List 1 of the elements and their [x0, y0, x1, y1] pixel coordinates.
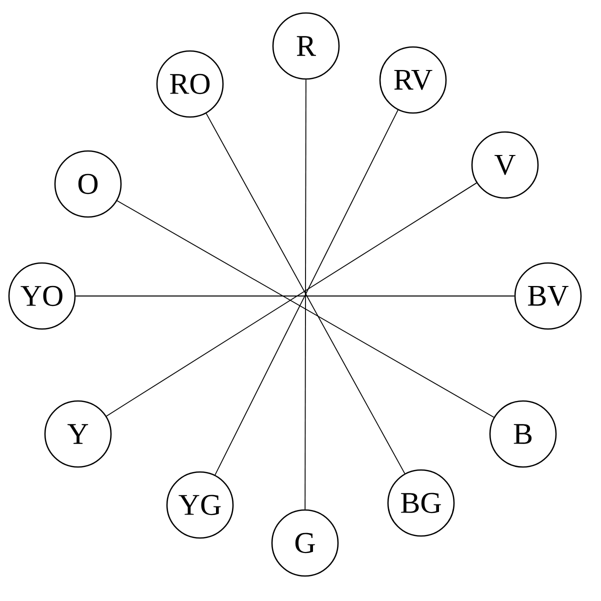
spoke-line — [304, 79, 306, 510]
